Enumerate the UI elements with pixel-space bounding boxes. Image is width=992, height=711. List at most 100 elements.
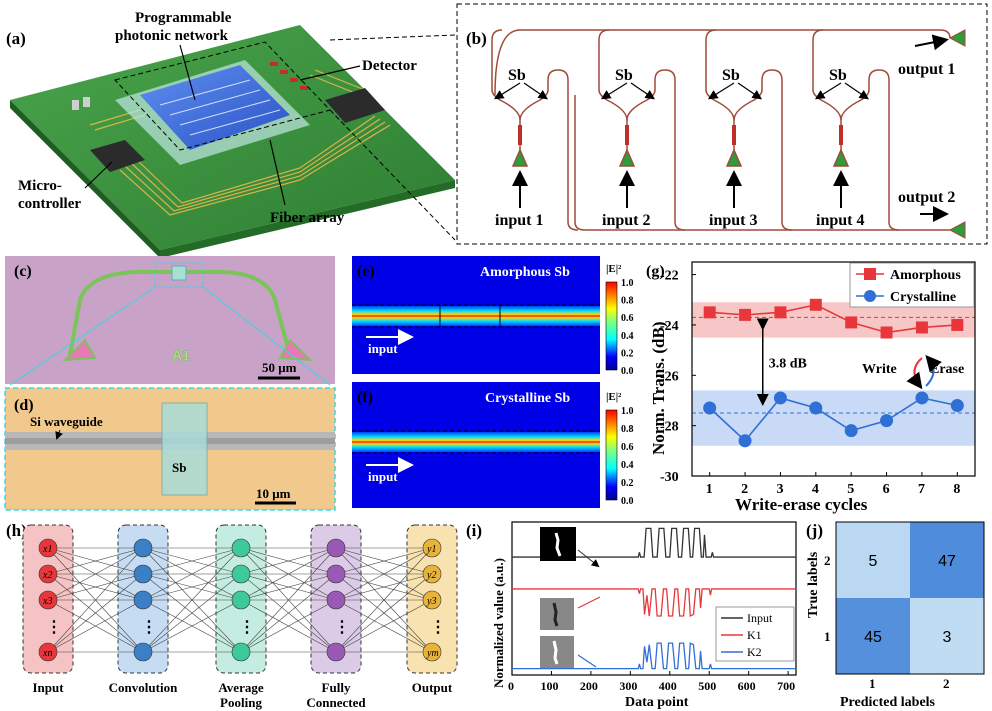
k2-trace <box>512 642 796 670</box>
k2-inset-pointer <box>577 654 597 668</box>
panel-j-label: (j) <box>806 521 823 540</box>
colorbar-tick-label: 0.6 <box>621 313 634 324</box>
layer-3-node <box>231 538 251 558</box>
x-tick-label: 0 <box>508 679 514 693</box>
layer-5-node <box>422 538 442 558</box>
pcb-traces <box>89 69 391 216</box>
sb-pad <box>161 402 208 496</box>
x-tick-label: 2 <box>741 482 748 497</box>
zoom-line-c-left <box>9 286 156 386</box>
microcontroller-pointer <box>84 161 113 189</box>
layer-4-node <box>326 642 346 662</box>
sb-pointer-left-2 <box>600 82 628 100</box>
connection <box>47 547 144 653</box>
layer-2-node <box>133 590 153 610</box>
ellipsis: ⋮ <box>430 619 446 636</box>
layer-5-node <box>422 564 442 584</box>
crystalline-point <box>809 401 823 415</box>
detector-chip <box>325 88 385 123</box>
j-xlabel: Predicted labels <box>840 695 936 710</box>
colorbar-tick-label: 0.0 <box>621 496 634 507</box>
colorbar-tick-label: 0.4 <box>621 460 634 471</box>
connection <box>240 547 337 575</box>
sb-patch <box>171 265 187 281</box>
y-tick-label: -24 <box>660 319 679 334</box>
panel-e-label: (e) <box>357 263 375 280</box>
colorbar-tick-label: 0.2 <box>621 348 634 359</box>
x-tick-label: 3 <box>776 482 783 497</box>
amorphous-point <box>880 326 893 339</box>
crystalline-point <box>915 391 929 405</box>
legend-crystalline-label: Crystalline <box>890 290 956 305</box>
layer-3-label: Average <box>218 680 263 695</box>
amorphous-point <box>809 298 822 311</box>
y-tick-label: -22 <box>660 269 679 284</box>
layer-1-label: Input <box>32 680 64 695</box>
x-tick-label: 500 <box>698 679 716 693</box>
col-tick-label: 2 <box>943 676 950 691</box>
pcb-edge-left <box>10 100 160 258</box>
detector-pointer <box>299 65 361 81</box>
input-1-label: input 1 <box>495 212 543 229</box>
input-label-f: input <box>368 469 398 484</box>
connection <box>335 599 433 653</box>
digit-stroke <box>554 532 562 557</box>
legend-k1-label: K1 <box>747 628 762 642</box>
output-node-label: ym <box>426 648 439 659</box>
x-tick-label: 200 <box>580 679 598 693</box>
x-tick-label: 600 <box>738 679 756 693</box>
colorbar-tick-label: 0.4 <box>621 331 634 342</box>
colorbar-f-title: |E|² <box>606 391 622 403</box>
connection <box>47 573 144 653</box>
connection <box>47 573 144 601</box>
layer-4-node <box>326 564 346 584</box>
x-tick-label: 100 <box>540 679 558 693</box>
k1-trace <box>512 588 796 618</box>
output-2-coupler <box>948 221 966 239</box>
stage-1-right-arm <box>519 69 579 231</box>
si-waveguide-label: Si waveguide <box>30 414 103 429</box>
sb-label-2: Sb <box>615 67 633 84</box>
matrix-value: 45 <box>864 629 882 646</box>
panel-f-label: (f) <box>357 389 373 406</box>
ellipsis: ⋮ <box>239 619 255 636</box>
x-tick-label: 4 <box>812 482 819 497</box>
stage-2-sb-cell <box>625 125 629 145</box>
layer-2-label: Convolution <box>109 680 178 695</box>
connection <box>335 547 433 575</box>
bottom-bus-waveguide <box>574 95 950 231</box>
x-tick-label: 1 <box>706 482 713 497</box>
connection <box>240 573 337 601</box>
j-ylabel: True labels <box>806 551 821 618</box>
write-arrow <box>906 357 923 390</box>
stage-4-sb-cell <box>839 125 843 145</box>
connection <box>47 547 144 601</box>
network-pointer <box>179 44 196 101</box>
y-tick-label: -28 <box>660 420 679 435</box>
panel-g-label: (g) <box>646 263 665 280</box>
network-label: Programmable photonic network <box>115 10 235 44</box>
input-node-label: x2 <box>42 570 52 581</box>
colorbar-e-ticks: 1.00.80.60.40.20.0 <box>621 278 634 377</box>
x-tick-label: 7 <box>918 482 925 497</box>
output-node-label: y2 <box>426 570 436 581</box>
connection <box>335 547 433 653</box>
connection <box>142 547 242 575</box>
layer-3-node <box>231 590 251 610</box>
connection <box>142 599 242 653</box>
x-tick-label: 300 <box>619 679 637 693</box>
i-xlabel: Data point <box>625 695 689 710</box>
layer-2-node <box>133 642 153 662</box>
connection <box>142 573 242 653</box>
stage-4-left-arm <box>812 29 842 150</box>
pcb-edge-right <box>160 180 455 258</box>
zoom-line-top <box>329 34 456 41</box>
colorbar-tick-label: 1.0 <box>621 406 634 417</box>
connector-pins <box>72 97 90 110</box>
connection <box>47 599 144 653</box>
scale-label-d: 10 μm <box>256 486 291 501</box>
matrix-frame <box>835 521 985 675</box>
